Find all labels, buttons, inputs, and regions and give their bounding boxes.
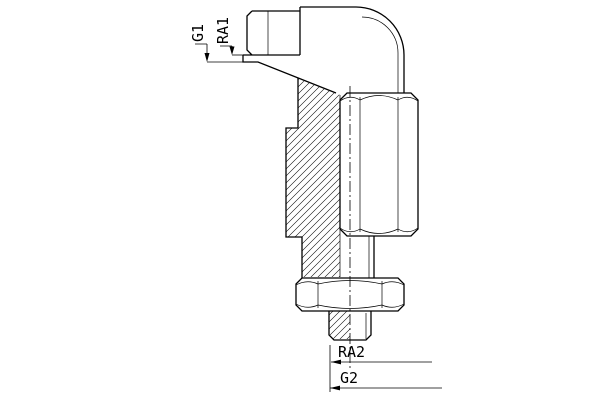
dimension-label-ra2: RA2 <box>338 343 365 361</box>
hatch-upper-body <box>286 79 340 237</box>
hex-body-outline <box>339 92 419 237</box>
g2-arrowhead <box>330 385 340 391</box>
hatch-lower-shank <box>302 237 340 277</box>
elbow-inner-arc <box>361 16 399 93</box>
hex-facet-lines <box>359 97 399 232</box>
ra1-arrowhead <box>229 46 235 55</box>
section-hatching <box>286 79 350 339</box>
dimension-label-g1: G1 <box>189 24 207 42</box>
left-profile-outline <box>285 78 303 278</box>
dimension-g1: G1 <box>189 24 243 63</box>
locknut-facet-lines <box>317 281 383 308</box>
elbow-body-outline <box>300 6 405 93</box>
dimension-ra1: RA1 <box>214 17 243 56</box>
dimension-g2: G2 <box>330 369 442 391</box>
dimension-label-ra1: RA1 <box>214 17 232 44</box>
locknut-outline <box>295 277 405 312</box>
dimension-label-g2: G2 <box>340 369 358 387</box>
dimension-ra2: RA2 <box>331 343 432 365</box>
g1-leader-line <box>195 43 208 60</box>
ra2-arrowhead <box>331 359 341 365</box>
detail-lines <box>267 11 419 339</box>
part-outline <box>242 6 419 341</box>
g1-arrowhead <box>204 53 210 62</box>
hatch-bottom-stud <box>329 311 350 339</box>
top-stud-outline <box>242 7 337 94</box>
hex-chamfer-arcs <box>339 95 419 234</box>
